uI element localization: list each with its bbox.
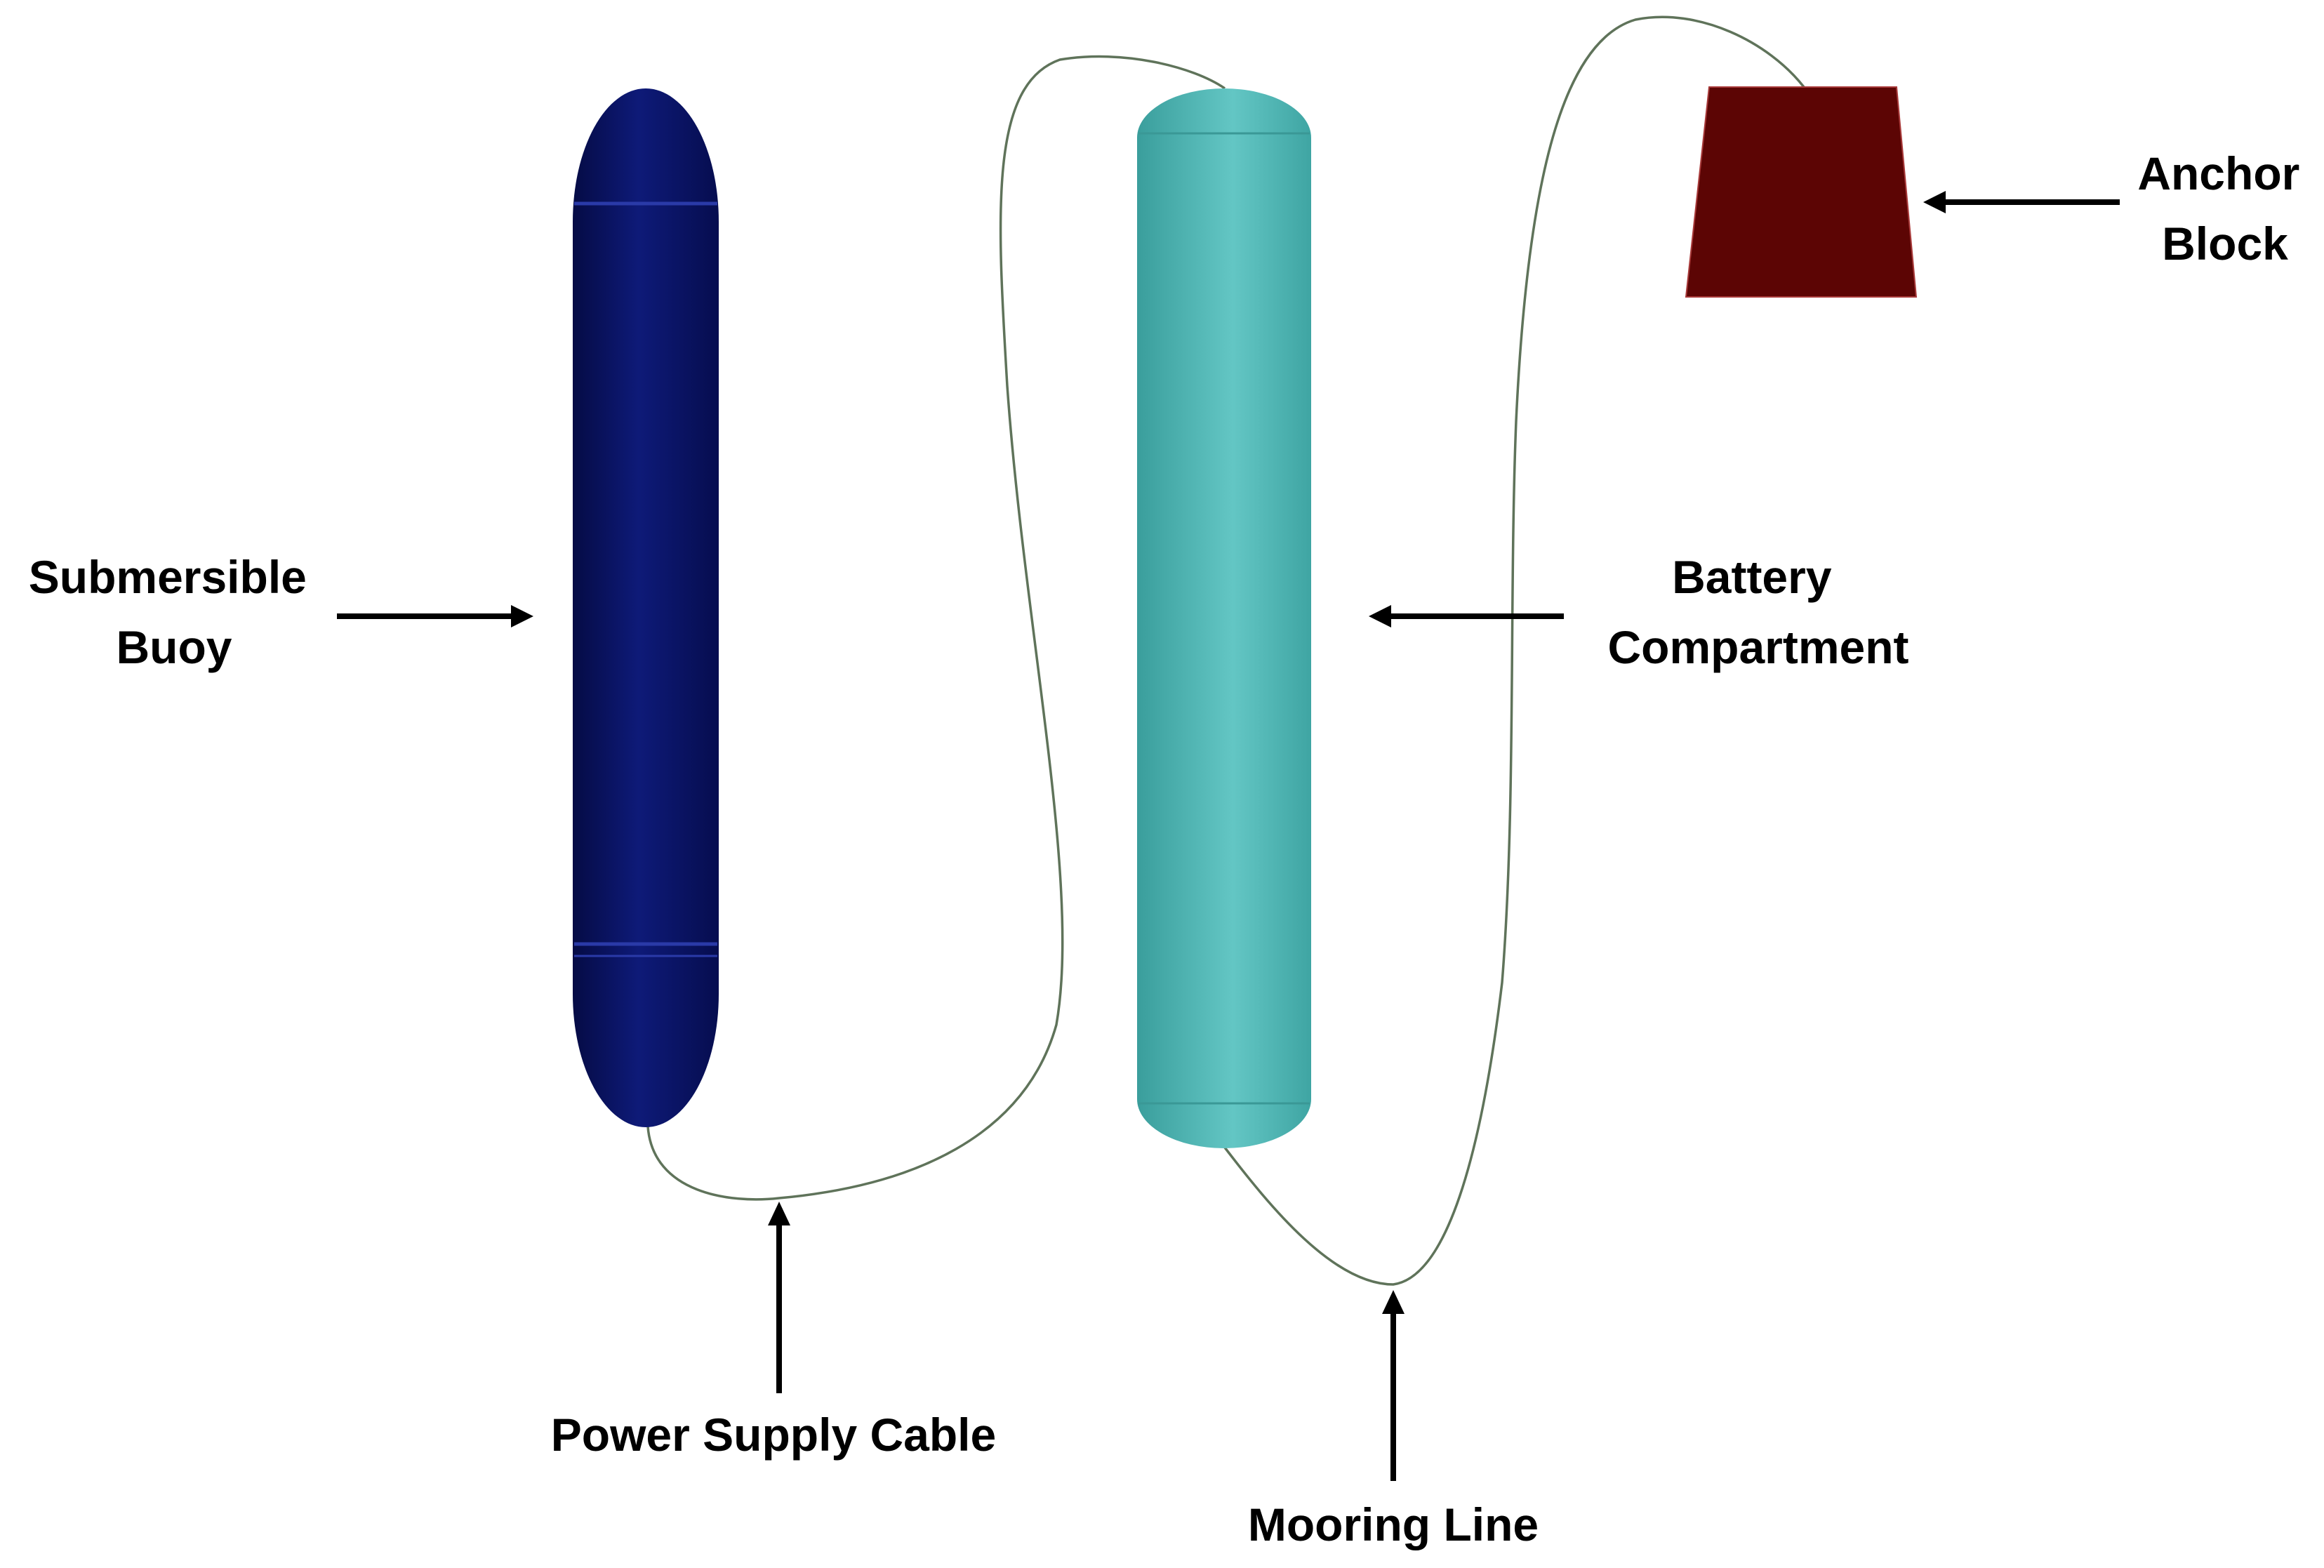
power-supply-cable-arrow [768, 1202, 790, 1393]
anchor-block-label: Anchor Block [2137, 147, 2312, 270]
mooring-line [1223, 15, 1805, 1286]
power-supply-cable-label: Power Supply Cable [551, 1409, 996, 1461]
submersible-buoy-label: Submersible Buoy [29, 551, 319, 673]
mooring-line-label: Mooring Line [1248, 1499, 1539, 1550]
anchor-block-label-line-2: Block [2162, 218, 2288, 270]
battery-compartment-label-line-1: Battery [1672, 551, 1832, 603]
submersible-buoy-label-line-1: Submersible [29, 551, 307, 603]
anchor-block [1685, 86, 1918, 298]
anchor-block-arrow [1923, 191, 2120, 213]
battery-compartment-label: Battery Compartment [1607, 551, 1908, 673]
anchor-block-label-line-1: Anchor [2137, 147, 2299, 199]
submersible-buoy-arrow [337, 605, 533, 627]
submersible-buoy-label-line-2: Buoy [117, 621, 232, 673]
power-supply-cable [646, 55, 1226, 1201]
battery-compartment-arrow [1369, 605, 1564, 627]
battery-compartment [1137, 88, 1311, 1148]
mooring-line-arrow [1382, 1290, 1405, 1481]
submersible-buoy [573, 88, 719, 1127]
battery-compartment-label-line-2: Compartment [1607, 621, 1908, 673]
